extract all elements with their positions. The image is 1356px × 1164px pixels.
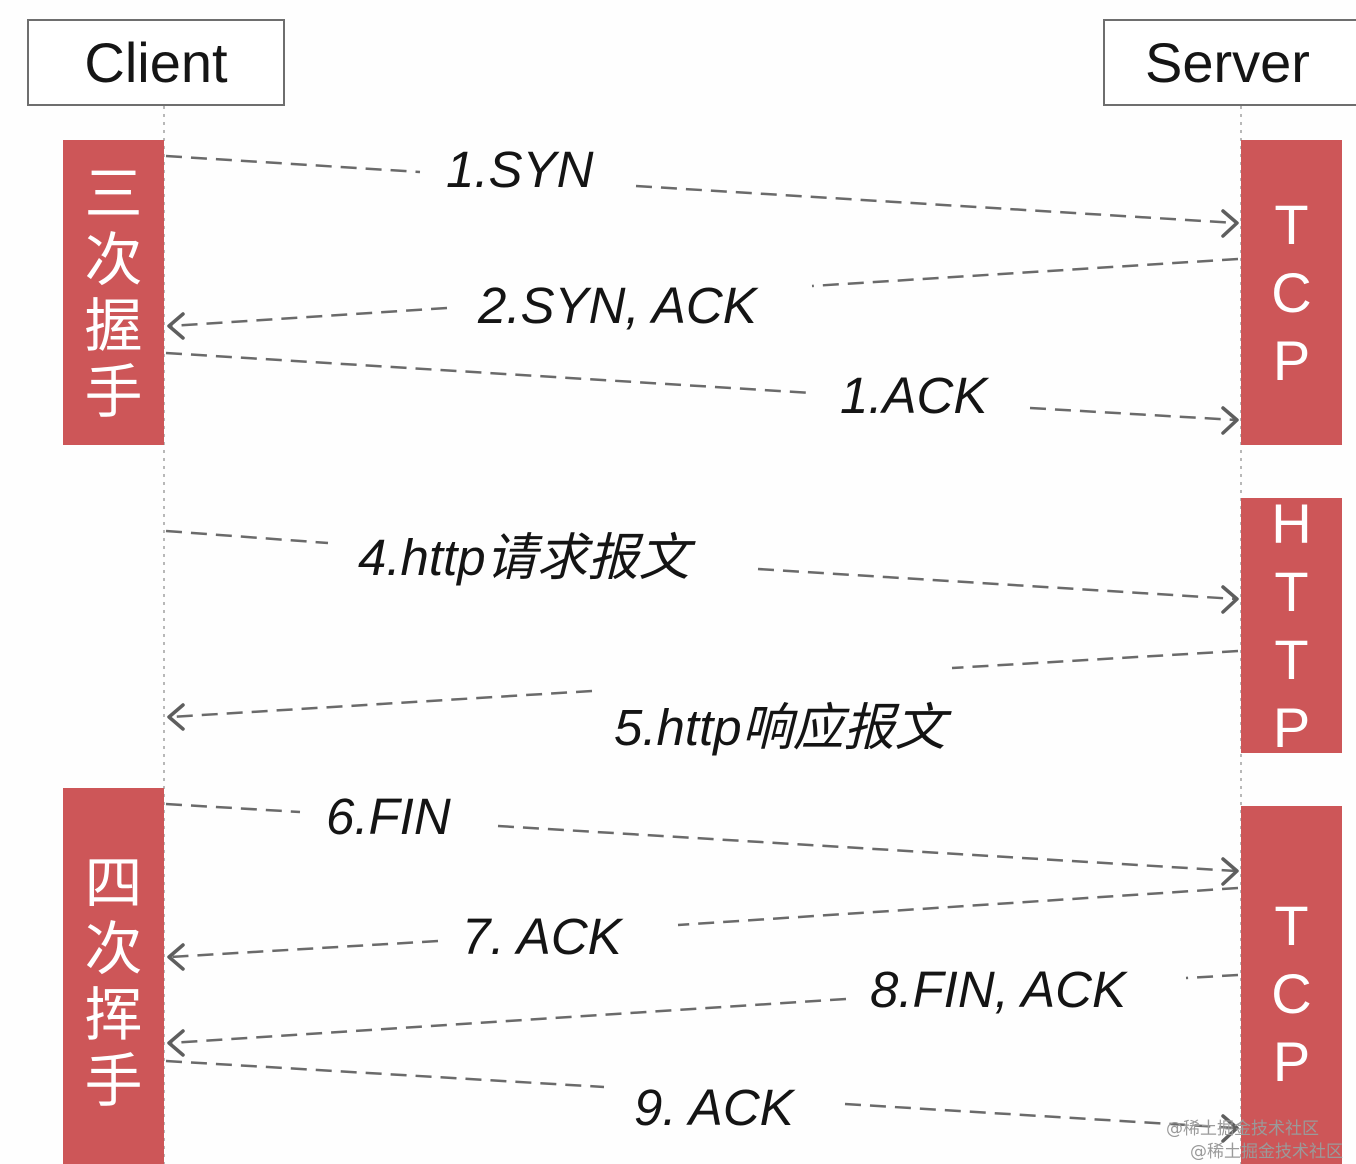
client-actor-box: Client <box>27 19 285 106</box>
client-label: Client <box>84 31 228 94</box>
http-block: H T T P <box>1241 491 1342 759</box>
arrowhead-ack-1 <box>1221 406 1239 435</box>
arrow-syn <box>165 154 1237 225</box>
tcp-letter: T <box>1274 894 1309 957</box>
handshake-char: 次 <box>84 225 143 294</box>
arrow-fin <box>165 802 1237 873</box>
arrowhead-http-request <box>1221 585 1239 614</box>
arrowhead-fin <box>1221 857 1239 886</box>
tcp-block-bottom: T C P <box>1241 806 1342 1164</box>
message-label-ack-7: 7. ACK <box>462 908 622 965</box>
arrow-ack-7 <box>169 886 1239 959</box>
tcp-letter: C <box>1271 962 1312 1025</box>
message-label-http-request: 4.http请求报文 <box>358 529 690 586</box>
arrowhead-fin-ack <box>167 1029 185 1057</box>
message-label-http-response: 5.http响应报文 <box>614 699 946 756</box>
arrowhead-ack-7 <box>167 943 185 971</box>
server-label: Server <box>1145 31 1310 94</box>
handshake-char: 三 <box>84 159 143 228</box>
server-actor-box: Server <box>1103 19 1356 106</box>
http-letter: H <box>1271 491 1312 555</box>
message-label-ack-1: 1.ACK <box>840 367 988 424</box>
wave-char: 次 <box>84 915 143 983</box>
tcp-letter: C <box>1271 260 1312 324</box>
wave-char: 手 <box>84 1047 143 1115</box>
tcp-letter: P <box>1272 1030 1311 1093</box>
four-way-wave-block: 四 次 挥 手 <box>63 788 164 1164</box>
message-label-ack-9: 9. ACK <box>634 1079 794 1136</box>
arrow-http-response <box>169 649 1239 719</box>
wave-char: 四 <box>84 849 143 917</box>
arrow-ack-9 <box>165 1059 1237 1130</box>
arrowhead-syn <box>1221 209 1239 238</box>
arrow-syn-ack <box>169 257 1239 328</box>
http-letter: P <box>1272 695 1311 759</box>
arrowhead-syn-ack <box>167 312 185 340</box>
wave-char: 挥 <box>84 981 143 1049</box>
message-label-syn-ack: 2.SYN, ACK <box>478 277 757 334</box>
http-letter: T <box>1274 559 1309 623</box>
arrowhead-ack-9 <box>1221 1114 1239 1143</box>
watermark-shadow: @稀土掘金技术社区 <box>1190 1142 1343 1162</box>
arrowhead-http-response <box>167 703 185 731</box>
handshake-char: 手 <box>84 357 143 426</box>
message-label-fin-ack: 8.FIN, ACK <box>870 961 1126 1018</box>
tcp-block-top: T C P <box>1241 140 1342 445</box>
handshake-char: 握 <box>84 291 143 360</box>
tcp-letter: T <box>1274 192 1309 256</box>
three-way-handshake-block: 三 次 握 手 <box>63 140 164 445</box>
watermark: @稀土掘金技术社区 <box>1166 1119 1319 1139</box>
http-letter: T <box>1274 627 1309 691</box>
arrow-ack-1 <box>165 351 1237 422</box>
arrow-http-request <box>165 529 1237 601</box>
tcp-letter: P <box>1272 328 1311 392</box>
message-label-fin: 6.FIN <box>326 788 451 845</box>
message-label-syn: 1.SYN <box>446 141 594 198</box>
arrow-fin-ack <box>169 973 1239 1045</box>
